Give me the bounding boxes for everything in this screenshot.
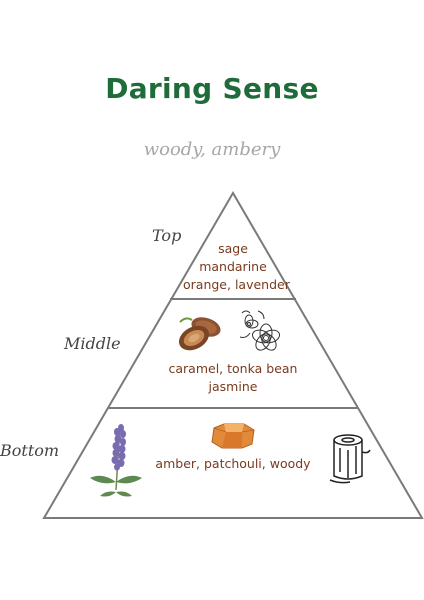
- note-line: jasmine: [208, 379, 258, 394]
- middle-notes: caramel, tonka bean jasmine: [148, 360, 318, 396]
- note-line: caramel, tonka bean: [168, 361, 298, 376]
- note-line: amber, patchouli, woody: [155, 456, 311, 471]
- tonka-bean-icon: [178, 317, 221, 351]
- wood-stump-icon: [329, 434, 371, 484]
- page-title: Daring Sense: [105, 72, 319, 105]
- scent-family-subtitle: woody, ambery: [143, 139, 281, 160]
- tier-label-bottom: Bottom: [0, 441, 60, 460]
- lavender-sprig-icon: [90, 424, 142, 497]
- jasmine-flower-icon: [239, 310, 281, 351]
- amber-crystal-icon: [211, 423, 255, 449]
- note-line: sage: [218, 241, 248, 256]
- top-notes: sage mandarine orange, lavender: [183, 240, 290, 294]
- tier-label-top: Top: [152, 226, 182, 245]
- note-line: mandarine: [199, 259, 267, 274]
- note-line: orange, lavender: [183, 277, 290, 292]
- pyramid-outline: [42, 191, 424, 519]
- bottom-notes: amber, patchouli, woody: [148, 455, 318, 473]
- tier-label-middle: Middle: [64, 334, 121, 353]
